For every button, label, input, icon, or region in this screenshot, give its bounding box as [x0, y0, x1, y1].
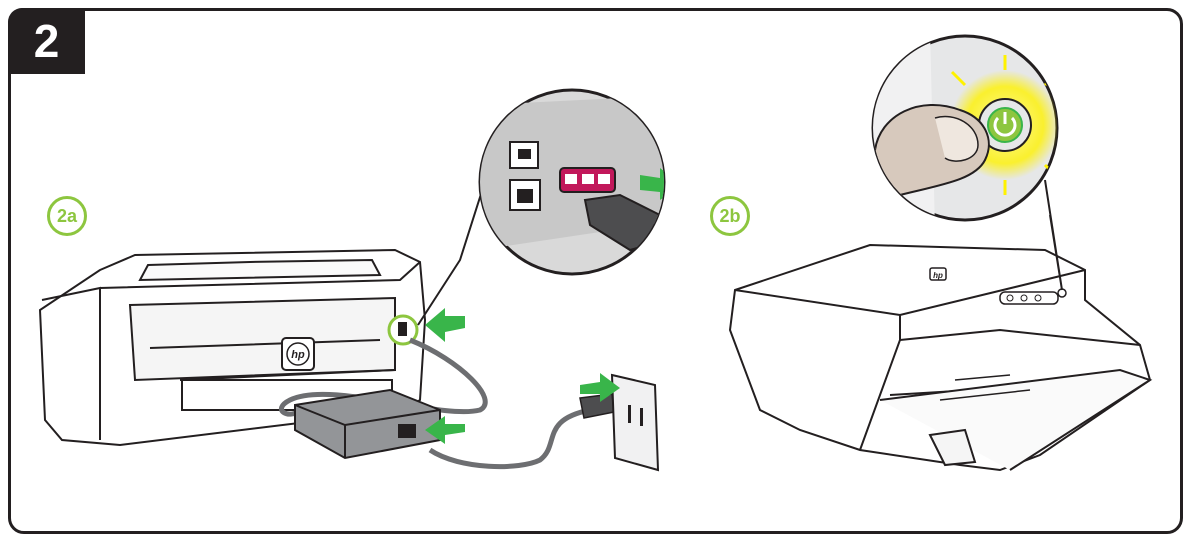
rear-logo-text: hp	[291, 349, 305, 361]
power-cable-ac	[430, 406, 605, 467]
rear-port	[398, 322, 407, 336]
power-button[interactable]	[1058, 289, 1066, 297]
power-button-zoom-callout	[870, 30, 1075, 230]
arrow-into-rear-port	[425, 308, 465, 342]
wall-outlet	[612, 375, 658, 470]
top-hp-logo: hp	[930, 268, 946, 280]
rear-hp-logo: hp	[282, 338, 314, 370]
ac-plug	[580, 394, 614, 418]
top-logo-text: hp	[933, 271, 943, 280]
port-zoom-callout	[480, 90, 682, 274]
